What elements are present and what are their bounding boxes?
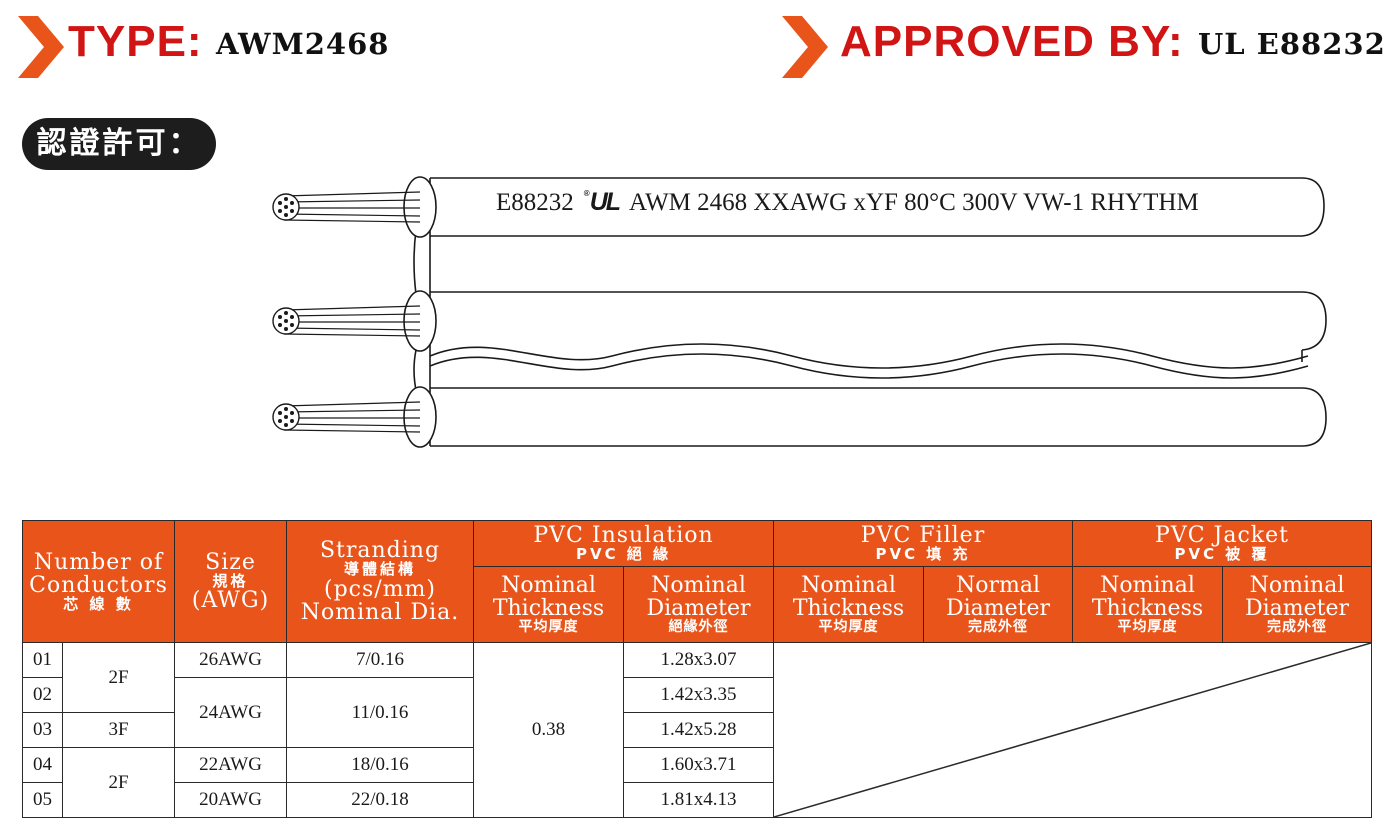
header-stranding: Stranding 導體結構 (pcs/mm) Nominal Dia. [286, 520, 474, 643]
cell-ins-diameter: 1.42x3.35 [623, 677, 774, 713]
marking-file-number: E88232 [496, 189, 574, 216]
header-conductors-zh: 芯 線 數 [63, 594, 134, 613]
header-fil-diameter-1: Normal [955, 573, 1041, 599]
header-filler: PVC Filler PVC 填 充 [773, 520, 1073, 567]
header-stranding-zh: 導體結構 [343, 560, 416, 579]
table-row: 05 20AWG 22/0.18 1.81x4.13 [22, 782, 1372, 818]
cell-ins-diameter: 1.42x5.28 [623, 712, 774, 748]
cell-cores: 2F [62, 642, 175, 713]
certification-badge: 認證許可： [22, 118, 216, 170]
table-row: 02 24AWG 11/0.16 1.42x3.35 [22, 677, 1372, 748]
header-filler-en: PVC Filler [860, 523, 986, 549]
cell-no: 04 [22, 747, 63, 783]
header-jac-thickness-2: Thickness [1091, 596, 1204, 622]
header-ins-diameter-zh: 絕緣外徑 [668, 619, 729, 636]
cell-cores: 2F [62, 747, 175, 818]
header-jac-diameter: Nominal Diameter 完成外徑 [1222, 566, 1372, 643]
type-value: AWM2468 [216, 27, 390, 61]
header-jac-thickness-1: Nominal [1100, 573, 1195, 599]
header-fil-diameter: Normal Diameter 完成外徑 [923, 566, 1073, 643]
header-insulation: PVC Insulation PVC 絕 緣 [473, 520, 774, 567]
cell-stranding: 11/0.16 [286, 677, 474, 748]
header-jac-diameter-2: Diameter [1244, 596, 1350, 622]
header-size: Size 規格 (AWG) [174, 520, 287, 643]
header-conductors: Number of Conductors 芯 線 數 [22, 520, 175, 643]
ul-logo-mark: ® [583, 189, 590, 198]
header-jac-thickness-zh: 平均厚度 [1117, 619, 1178, 636]
header-stranding-unit: (pcs/mm) [324, 576, 436, 602]
cell-no: 03 [22, 712, 63, 748]
header-size-zh: 規格 [212, 571, 249, 590]
approved-value: UL E88232 [1198, 27, 1386, 61]
header-conductors-line1: Number of [33, 549, 164, 575]
cell-stranding: 22/0.18 [286, 782, 474, 818]
header-ins-diameter-2: Diameter [646, 596, 751, 622]
cell-stranding: 18/0.16 [286, 747, 474, 783]
header-ins-thickness-zh: 平均厚度 [518, 619, 579, 636]
cell-not-applicable [773, 642, 1372, 818]
ul-logo-text: UL [589, 188, 621, 216]
header-fil-thickness-zh: 平均厚度 [818, 619, 879, 636]
approved-chevron-icon [782, 16, 828, 78]
header-fil-thickness-1: Nominal [801, 573, 896, 599]
approved-label: APPROVED BY: [840, 17, 1184, 66]
header-stranding-en: Stranding [319, 537, 441, 563]
header-insulation-zh: PVC 絕 緣 [575, 545, 672, 564]
cell-no: 01 [22, 642, 63, 678]
cell-no: 05 [22, 782, 63, 818]
type-label: TYPE: [68, 17, 203, 66]
header-jac-diameter-zh: 完成外徑 [1267, 619, 1327, 636]
header-ins-thickness-2: Thickness [492, 596, 605, 622]
header-fil-diameter-zh: 完成外徑 [968, 619, 1028, 636]
ul-logo-icon: ®UL [583, 188, 621, 216]
cell-size: 26AWG [174, 642, 287, 678]
header-jac-diameter-1: Nominal [1249, 573, 1345, 599]
header-fil-thickness: Nominal Thickness 平均厚度 [773, 566, 924, 643]
header-fil-thickness-2: Thickness [792, 596, 905, 622]
cell-size: 24AWG [174, 677, 287, 748]
cable-marking: E88232 ®UL AWM 2468 XXAWG xYF 80°C 300V … [496, 188, 1199, 216]
header-size-unit: (AWG) [191, 588, 270, 614]
header-size-en: Size [205, 549, 256, 575]
spec-table: Number of Conductors 芯 線 數 Size 規格 (AWG)… [22, 520, 1372, 818]
header-ins-thickness-1: Nominal [501, 573, 596, 599]
header-conductors-line2: Conductors [29, 572, 168, 598]
cell-size: 22AWG [174, 747, 287, 783]
header-filler-zh: PVC 填 充 [875, 545, 971, 564]
header-jacket: PVC Jacket PVC 被 覆 [1072, 520, 1372, 567]
header-ins-diameter-1: Nominal [651, 573, 746, 599]
header-insulation-en: PVC Insulation [533, 523, 714, 549]
header-ins-thickness: Nominal Thickness 平均厚度 [473, 566, 624, 643]
cell-ins-thickness: 0.38 [473, 642, 624, 818]
cell-no: 02 [22, 677, 63, 713]
header-fil-diameter-2: Diameter [945, 596, 1051, 622]
header-jacket-zh: PVC 被 覆 [1174, 545, 1270, 564]
diagonal-slash [774, 643, 1371, 817]
marking-text: AWM 2468 XXAWG xYF 80°C 300V VW-1 RHYTHM [629, 189, 1199, 216]
cell-stranding: 7/0.16 [286, 642, 474, 678]
header-ins-diameter: Nominal Diameter 絕緣外徑 [623, 566, 774, 643]
cell-ins-diameter: 1.28x3.07 [623, 642, 774, 678]
header-jacket-en: PVC Jacket [1155, 523, 1289, 549]
cable-drawing [272, 176, 1327, 448]
cell-ins-diameter: 1.81x4.13 [623, 782, 774, 818]
type-chevron-icon [18, 16, 64, 78]
cell-size: 20AWG [174, 782, 287, 818]
table-row: 01 2F 26AWG 7/0.16 0.38 1.28x3.07 [22, 642, 1372, 818]
table-row: 04 2F 22AWG 18/0.16 1.60x3.71 [22, 747, 1372, 818]
cell-ins-diameter: 1.60x3.71 [623, 747, 774, 783]
cell-cores: 3F [62, 712, 175, 748]
header-jac-thickness: Nominal Thickness 平均厚度 [1072, 566, 1223, 643]
header-stranding-sub: Nominal Dia. [300, 599, 460, 625]
